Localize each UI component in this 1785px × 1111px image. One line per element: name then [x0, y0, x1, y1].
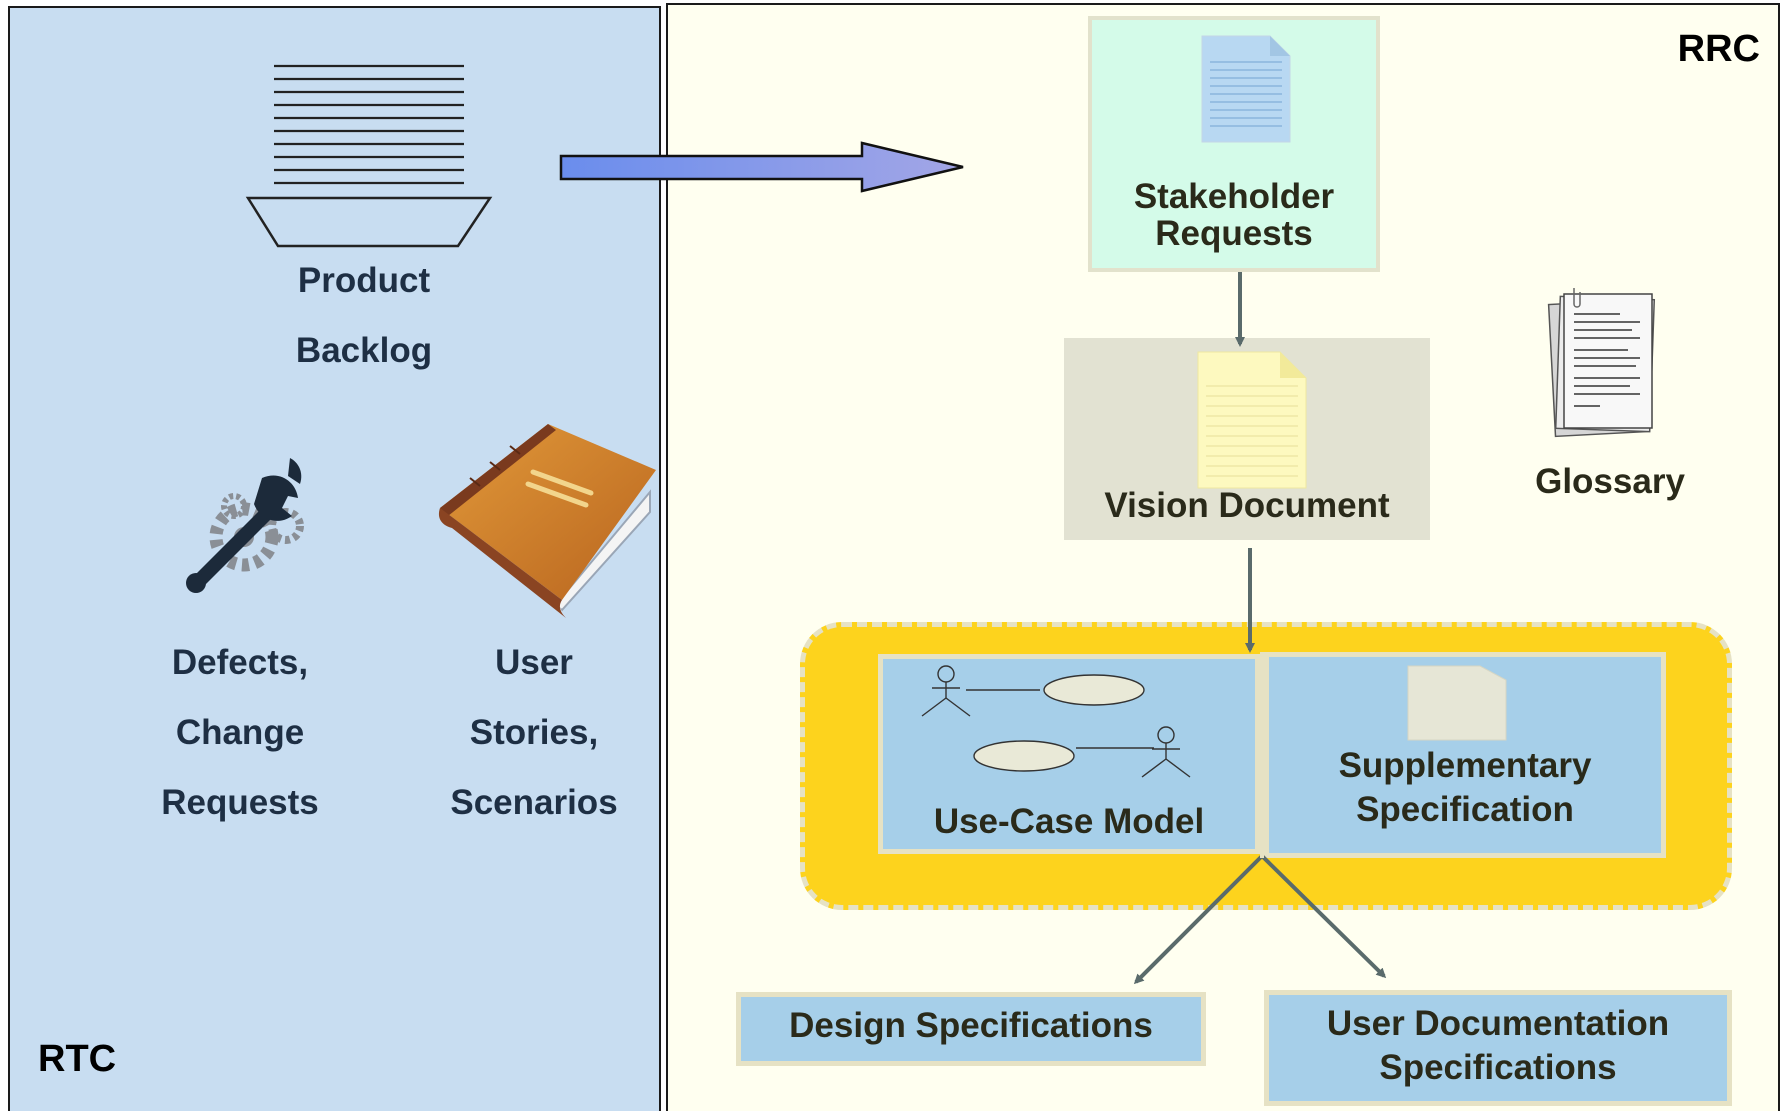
supplementary-spec-label: Supplementary Specification: [1264, 744, 1666, 832]
supplementary-document-icon: [1407, 665, 1507, 741]
use-case-ellipse-icon: [973, 740, 1075, 772]
defects-label: Defects, Change Requests: [120, 628, 360, 838]
user-doc-line1: User Documentation: [1326, 1004, 1670, 1043]
supplementary-line1: Supplementary: [1338, 746, 1592, 785]
use-case-diagram-icon: [921, 665, 1191, 778]
user-stories-line2: Stories,: [469, 713, 599, 752]
design-specs-box: [736, 992, 1206, 1066]
user-stories-line3: Scenarios: [450, 783, 618, 822]
user-doc-line2: Specifications: [1379, 1048, 1617, 1087]
stakeholder-line2: Requests: [1155, 214, 1313, 253]
defects-line1: Defects,: [171, 643, 309, 682]
design-specs-label: Design Specifications: [789, 1006, 1153, 1045]
user-stories-line1: User: [495, 643, 573, 682]
stakeholder-requests-label: Stakeholder Requests: [1092, 178, 1376, 252]
glossary-pages-icon: [1547, 288, 1656, 438]
backlog-tray-icon: [245, 64, 493, 248]
vision-document-icon: [1197, 351, 1307, 489]
book-icon: [438, 424, 656, 618]
user-doc-specs-box: [1264, 990, 1732, 1106]
actor-icon: [1141, 726, 1191, 778]
use-case-ellipse-icon: [1043, 674, 1145, 706]
backlog-to-stakeholder-arrow: [559, 141, 964, 193]
product-backlog-line2: Backlog: [295, 331, 433, 370]
product-backlog-label: Product Backlog: [244, 246, 484, 386]
vision-document-label: Vision Document: [1104, 486, 1390, 525]
user-stories-label: User Stories, Scenarios: [414, 628, 654, 838]
rrc-panel-label: RRC: [1677, 28, 1760, 70]
use-case-model-label: Use-Case Model: [933, 802, 1205, 841]
rtc-panel-label: RTC: [38, 1038, 117, 1080]
stakeholder-line1: Stakeholder: [1133, 177, 1335, 216]
actor-icon: [921, 665, 971, 717]
requirements-to-userdoc-connector: [1260, 854, 1387, 979]
wrench-gears-icon: [186, 458, 304, 593]
user-doc-specs-label: User Documentation Specifications: [1264, 1002, 1732, 1090]
product-backlog-line1: Product: [297, 261, 431, 300]
defects-line3: Requests: [161, 783, 319, 822]
stakeholder-document-icon: [1201, 35, 1291, 143]
defects-line2: Change: [175, 713, 305, 752]
supplementary-line2: Specification: [1356, 790, 1574, 829]
requirements-to-design-connector: [1133, 854, 1264, 985]
glossary-label: Glossary: [1535, 462, 1685, 501]
